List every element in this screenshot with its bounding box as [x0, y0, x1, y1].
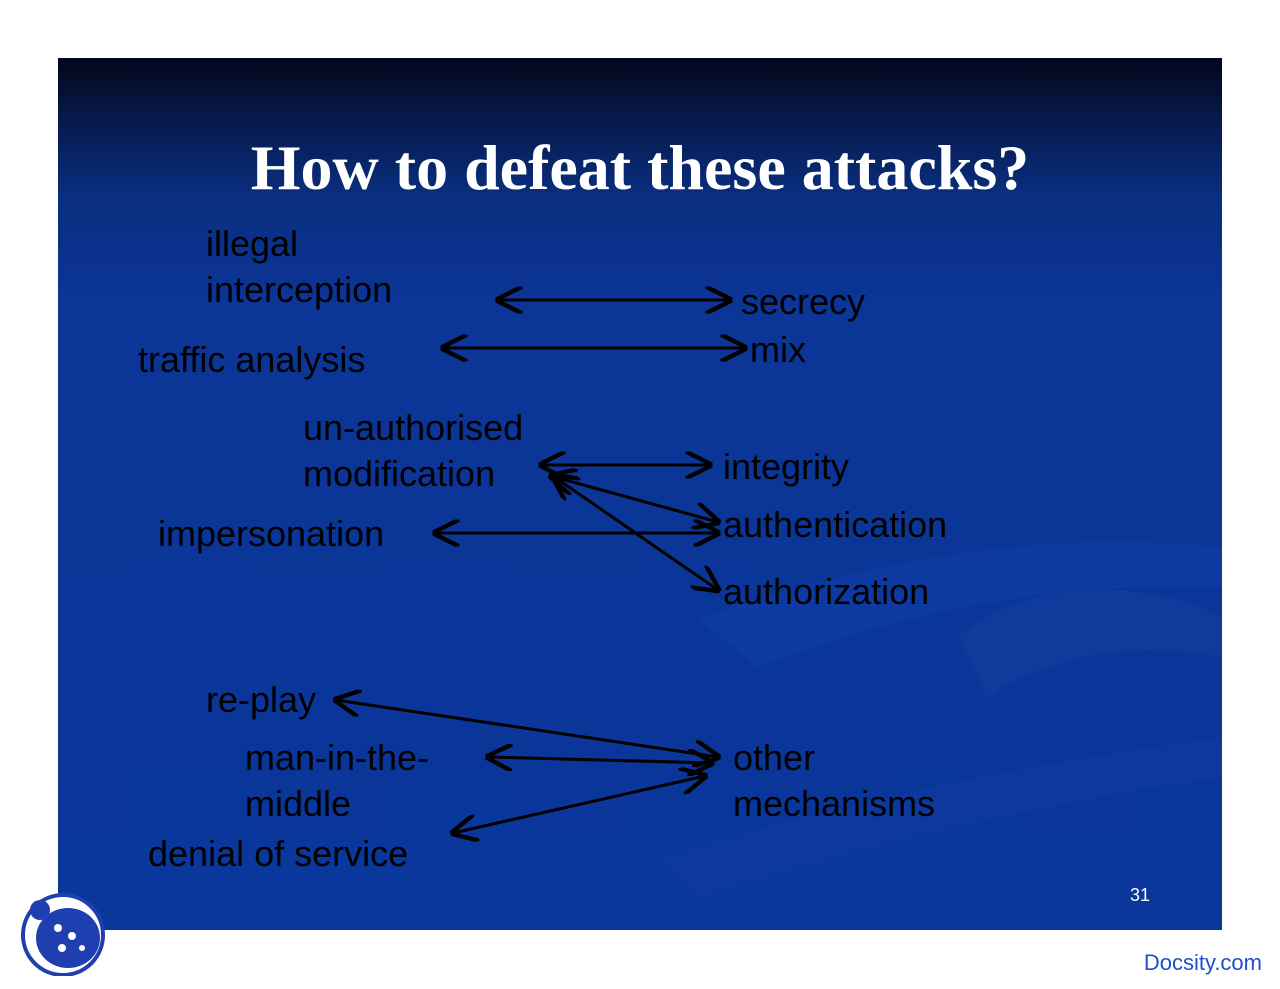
label-re-play: re-play	[206, 679, 317, 720]
label-mix: mix	[750, 329, 806, 370]
page-number: 31	[1129, 885, 1150, 905]
label-authorization: authorization	[723, 571, 930, 612]
label-modification: modification	[303, 453, 496, 494]
label-traffic-analysis: traffic analysis	[138, 339, 366, 380]
label-illegal: illegal	[206, 223, 299, 264]
label-impersonation: impersonation	[158, 513, 385, 554]
arrow-modification-authentication	[551, 476, 718, 522]
label-integrity: integrity	[723, 446, 850, 487]
arrow-mitm-other	[488, 757, 712, 763]
arrow-replay-other	[336, 700, 718, 757]
arrow-dos-other	[453, 776, 705, 833]
slide-title: How to defeat these attacks?	[250, 132, 1030, 203]
label-mechanisms: mechanisms	[733, 783, 936, 824]
label-interception: interception	[206, 269, 393, 310]
label-secrecy: secrecy	[741, 281, 866, 322]
label-un-authorised: un-authorised	[303, 407, 524, 448]
swirl-decoration	[658, 541, 1222, 898]
label-middle: middle	[245, 783, 352, 824]
label-denial-of-service: denial of service	[148, 833, 409, 874]
docsity-brand-link[interactable]: Docsity.com	[1143, 950, 1262, 975]
label-other: other	[733, 737, 816, 778]
docsity-bear-logo-icon	[21, 893, 105, 976]
label-authentication: authentication	[723, 504, 948, 545]
